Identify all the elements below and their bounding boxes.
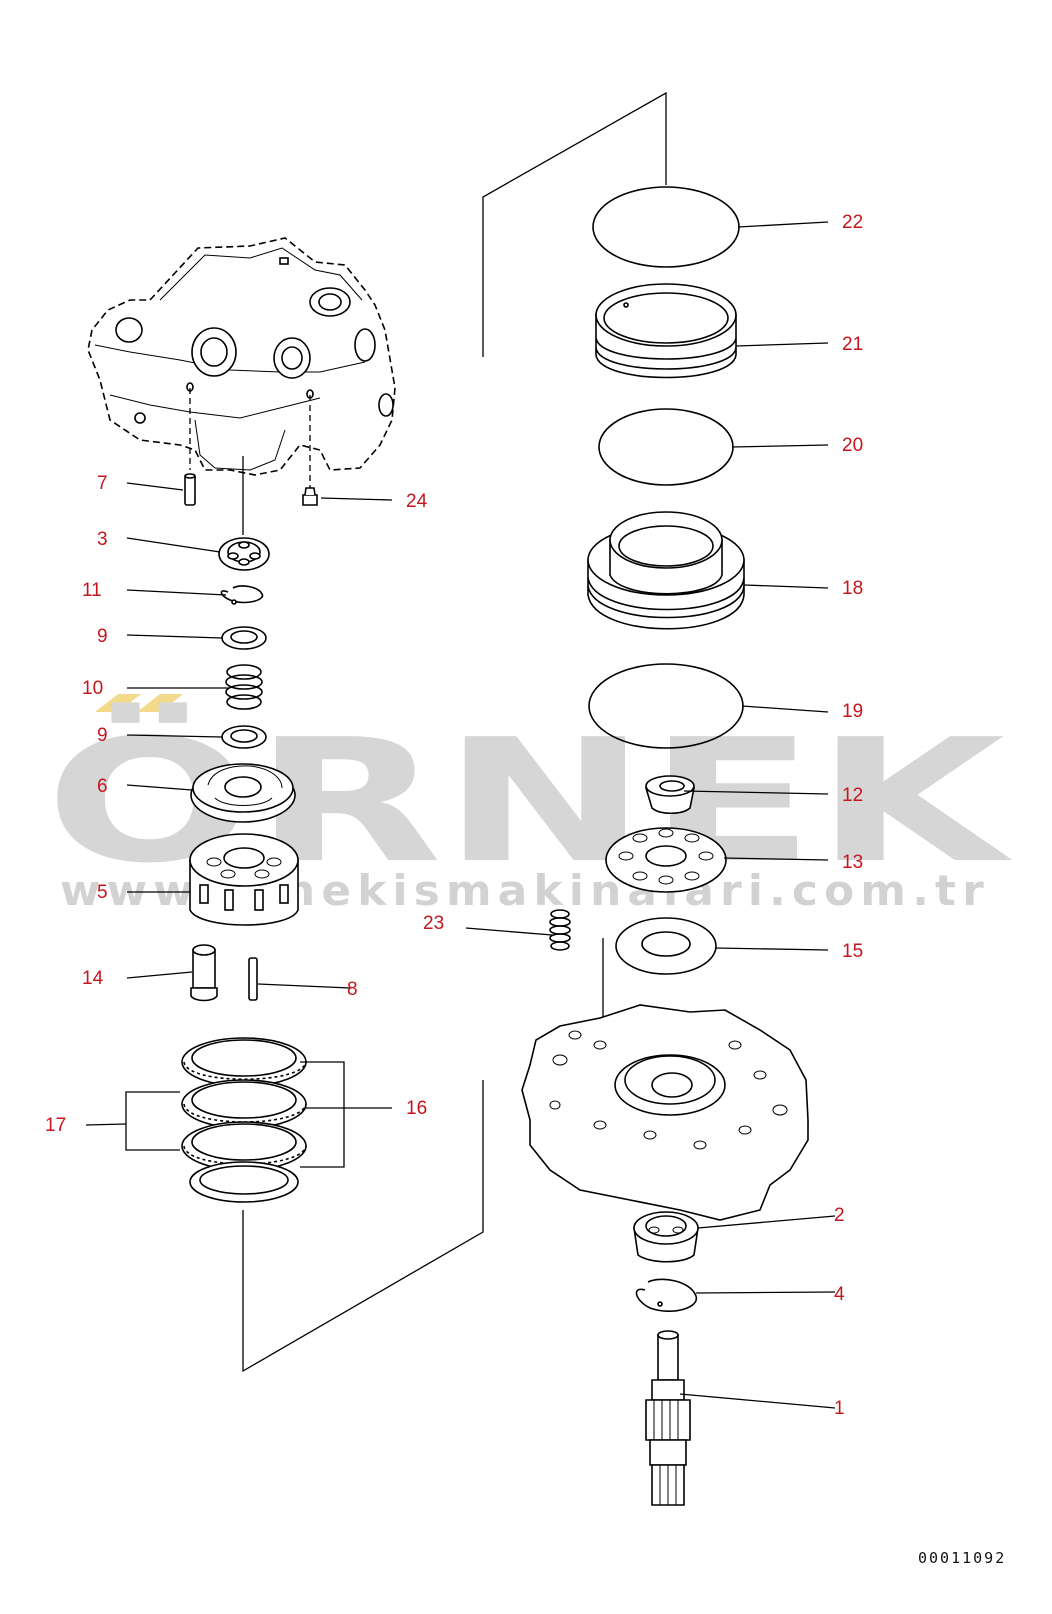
callout-5: 5 — [97, 882, 108, 903]
callout-1: 1 — [834, 1398, 845, 1419]
part-22-o-ring — [592, 186, 740, 268]
callout-labels: 1 2 3 4 5 6 7 8 9 9 10 11 12 13 14 15 16… — [45, 212, 863, 1419]
callout-20: 20 — [842, 435, 863, 456]
motor-flange-body — [521, 1004, 809, 1221]
part-3-bearing — [218, 537, 270, 571]
part-9-washer-lower — [221, 725, 267, 749]
watermark-accent-left — [95, 694, 141, 712]
callout-3: 3 — [97, 529, 108, 550]
part-6-valve-plate — [190, 763, 296, 823]
callout-9-upper: 9 — [97, 626, 108, 647]
part-4-snap-ring — [635, 1278, 697, 1312]
callout-7: 7 — [97, 473, 108, 494]
callout-8: 8 — [347, 979, 358, 1000]
callout-11: 11 — [82, 580, 102, 601]
callout-21: 21 — [842, 334, 863, 355]
part-13-plate — [605, 827, 727, 893]
part-8-pin — [248, 957, 258, 1001]
part-23-spring — [549, 909, 571, 951]
part-18-brake-piston — [587, 511, 745, 630]
part-14-piston — [190, 944, 218, 1002]
callout-16: 16 — [406, 1098, 427, 1119]
callout-17: 17 — [45, 1115, 66, 1136]
part-10-spring — [225, 664, 263, 710]
part-15-plate — [615, 917, 717, 975]
callout-23: 23 — [423, 913, 444, 934]
part-7-pin — [184, 473, 196, 506]
part-2-bearing — [633, 1211, 699, 1263]
callout-9-lower: 9 — [97, 725, 108, 746]
parts-16-17-disc-stack — [181, 1037, 307, 1203]
part-21-ring — [595, 283, 737, 379]
callout-10: 10 — [82, 678, 103, 699]
callout-14: 14 — [82, 968, 104, 989]
callout-12: 12 — [842, 785, 863, 806]
part-12-bushing — [644, 775, 695, 815]
callout-13: 13 — [842, 852, 863, 873]
callout-24: 24 — [406, 491, 428, 512]
part-1-shaft — [645, 1330, 691, 1506]
callout-6: 6 — [97, 776, 108, 797]
callout-19: 19 — [842, 701, 863, 722]
part-11-snap-ring — [220, 585, 264, 605]
callout-22: 22 — [842, 212, 863, 233]
callout-18: 18 — [842, 578, 863, 599]
leader-lines — [85, 221, 836, 1409]
callout-2: 2 — [834, 1205, 845, 1226]
part-24-plug — [302, 487, 318, 506]
callout-15: 15 — [842, 941, 863, 962]
part-20-o-ring — [598, 408, 734, 486]
part-9-washer-upper — [221, 626, 267, 650]
watermark-accent-right — [137, 694, 183, 712]
part-5-cylinder-block — [189, 833, 299, 926]
document-id: 00011092 — [918, 1549, 1006, 1567]
valve-housing — [87, 237, 396, 490]
callout-4: 4 — [834, 1284, 845, 1305]
